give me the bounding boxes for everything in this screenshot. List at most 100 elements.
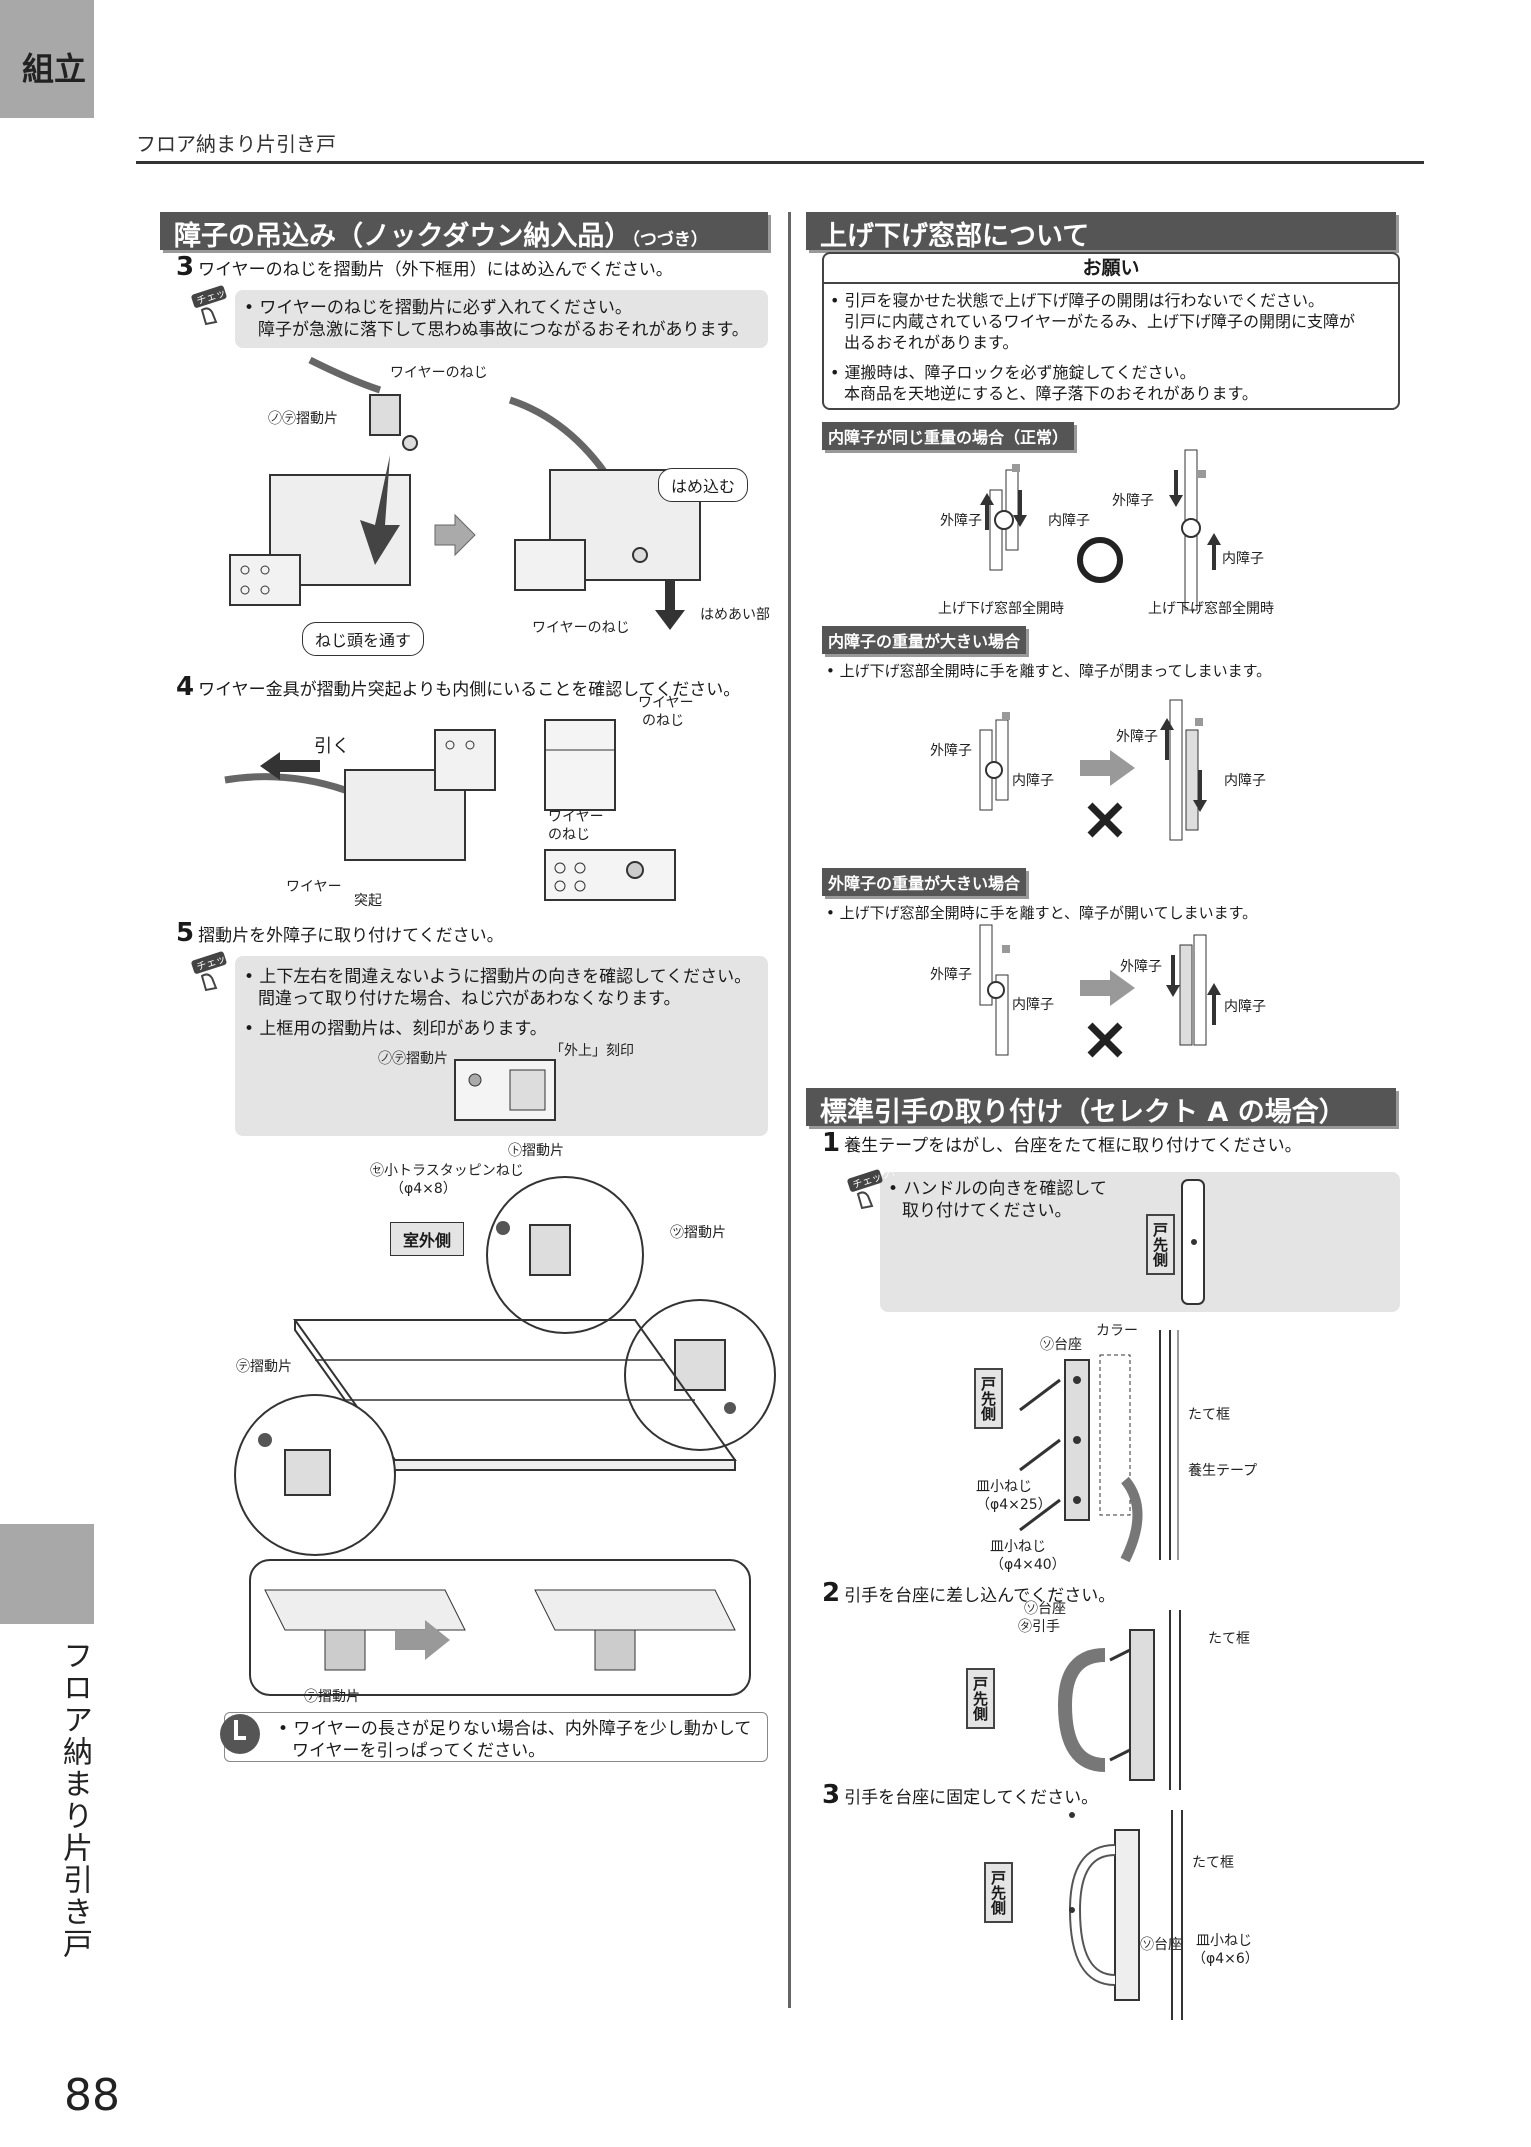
case1-outer: 外障子 (940, 513, 982, 529)
step3-note1: • ワイヤーのねじを摺動片に必ず入れてください。 (244, 298, 632, 318)
label-shitsugai: 室外側 (390, 1222, 465, 1256)
h1fig-yojo: 養生テープ (1188, 1463, 1258, 1479)
onegai-title: お願い (824, 254, 1398, 284)
step5-num: 5 (176, 918, 195, 948)
h3-sara: 皿小ねじ (1196, 1933, 1252, 1949)
case2-inner: 内障子 (1012, 773, 1054, 789)
h1-handle-icon (1181, 1179, 1205, 1305)
onegai-line-3: 出るおそれがあります。 (844, 333, 1019, 352)
svg-text:チェック!: チェック! (195, 282, 241, 307)
onegai-line-5: 本商品を天地逆にすると、障子落下のおそれがあります。 (844, 384, 1258, 403)
page-number: 88 (64, 2070, 120, 2121)
h2-illustration (1057, 1610, 1181, 1790)
step3-num: 3 (176, 252, 195, 282)
h1fig-sara1: 皿小ねじ (976, 1479, 1032, 1495)
case1-outer2: 外障子 (1112, 493, 1154, 509)
case1-inner2: 内障子 (1222, 551, 1264, 567)
label-step5-slide: ㋨㋢摺動片 (378, 1051, 448, 1067)
label-slide-te: ㋢摺動片 (236, 1359, 292, 1375)
header-subtitle: フロア納まり片引き戸 (136, 132, 336, 156)
h3-text: 引手を台座に固定してください。 (844, 1788, 1099, 1808)
label-hiku: 引く (314, 736, 350, 757)
label-slide-tsu: ㋡摺動片 (670, 1225, 726, 1241)
case3-illustration (979, 924, 1221, 1058)
left-banner-suffix: （つづき） (631, 230, 708, 250)
case2-text: • 上げ下げ窓部全開時に手を離すと、障子が閉まってしまいます。 (826, 662, 1272, 680)
h1fig-color: カラー (1096, 1323, 1138, 1339)
step4-text: ワイヤー金具が摺動片突起よりも内側にいることを確認してください。 (198, 680, 741, 700)
case3-inner2: 内障子 (1224, 999, 1266, 1015)
label-wire-neji-2: ワイヤー (548, 809, 604, 825)
step5-slide-illustration (454, 1059, 556, 1121)
label-wire-screw-bottom: ワイヤーのねじ (532, 620, 630, 636)
h2-num: 2 (822, 1578, 841, 1608)
check-icon: チェック! (191, 282, 241, 326)
step3-illustration (229, 356, 701, 630)
h1fig-sara2: 皿小ねじ (990, 1539, 1046, 1555)
h1fig-sara2s: （φ4×40） (990, 1557, 1066, 1573)
label-screw: ㋝小トラスタッピンねじ (370, 1163, 524, 1179)
step3-note2: 障子が急激に落下して思わぬ事故につながるおそれがあります。 (258, 320, 749, 340)
case1-cap2: 上げ下げ窓部全開時 (1148, 601, 1274, 617)
label-slide-te2: ㋢摺動片 (304, 1689, 360, 1705)
onegai-line-2: 引戸に内蔵されているワイヤーがたるみ、上げ下げ障子の開閉に支障が (844, 312, 1356, 331)
h1-note-panel (880, 1172, 1400, 1312)
left-banner-title: 障子の吊込み（ノックダウン納入品） (174, 221, 632, 252)
h1fig-sara1s: （φ4×25） (976, 1497, 1052, 1513)
section-tab: 組立 (0, 0, 94, 118)
side-tab-block (0, 1524, 94, 1624)
h2-tatekamachi: たて框 (1208, 1631, 1250, 1647)
h1-num: 1 (822, 1128, 841, 1158)
left-banner: 障子の吊込み（ノックダウン納入品）（つづき） (160, 212, 768, 252)
label-kokuin: 「外上」刻印 (550, 1043, 634, 1059)
h1fig-tatekamachi: たて框 (1188, 1407, 1230, 1423)
step5-text: 摺動片を外障子に取り付けてください。 (198, 926, 504, 946)
label-neji-atama: ねじ頭を通す (302, 622, 425, 656)
step4-num: 4 (176, 672, 195, 702)
right-banner: 上げ下げ窓部について (806, 212, 1396, 252)
h1-note2: 取り付けてください。 (902, 1201, 1072, 1221)
check-icon: チェック! (191, 948, 241, 992)
step5-note1: • 上下左右を間違えないように摺動片の向きを確認してください。 (244, 967, 752, 987)
case1-title: 内障子が同じ重量の場合（正常） (822, 422, 1075, 450)
case3-title: 外障子の重量が大きい場合 (822, 868, 1027, 896)
point-note2: ワイヤーを引っぱってください。 (292, 1741, 546, 1761)
step4-illustration (224, 719, 676, 901)
onegai-line-1: • 引戸を寝かせた状態で上げ下げ障子の開閉は行わないでください。 (830, 291, 1325, 310)
h2-text: 引手を台座に差し込んでください。 (844, 1586, 1116, 1606)
h2-daiza: ㋞台座 (1024, 1601, 1066, 1617)
h3-tatekamachi: たて框 (1192, 1855, 1234, 1871)
case3-outer2: 外障子 (1120, 959, 1162, 975)
case1-inner: 内障子 (1048, 513, 1090, 529)
onegai-line-4: • 運搬時は、障子ロックを必ず施錠してください。 (830, 363, 1196, 382)
label-screw-size: （φ4×8） (390, 1181, 457, 1197)
label-wire-neji-2b: のねじ (548, 827, 590, 843)
h3-daiza: ㋞台座 (1140, 1937, 1182, 1953)
h3-illustration (1068, 1810, 1183, 2020)
label-wire-neji-1b: のねじ (642, 713, 684, 729)
label-slide-ta: ㋣摺動片 (508, 1143, 564, 1159)
right-banner2-title: 標準引手の取り付け（セレクト A の場合） (820, 1097, 1346, 1128)
step5-note2: 間違って取り付けた場合、ねじ穴があわなくなります。 (258, 989, 681, 1009)
label-wire: ワイヤー (286, 879, 342, 895)
header-rule (136, 161, 1424, 164)
h3-num: 3 (822, 1780, 841, 1810)
case3-inner: 内障子 (1012, 997, 1054, 1013)
side-vertical-label: フロア納まり片引き戸 (57, 1640, 92, 1960)
label-wire-screw-top: ワイヤーのねじ (390, 365, 488, 381)
check-icon: チェック! (847, 1166, 897, 1210)
case2-outer: 外障子 (930, 743, 972, 759)
step3-note-panel (235, 290, 768, 348)
case2-illustration (979, 699, 1207, 841)
svg-text:チェック!: チェック! (195, 948, 241, 973)
onegai-box: お願い (822, 252, 1400, 410)
point-note1: • ワイヤーの長さが足りない場合は、内外障子を少し動かして (278, 1719, 752, 1739)
case3-outer: 外障子 (930, 967, 972, 983)
case2-title: 内障子の重量が大きい場合 (822, 626, 1027, 654)
case2-outer2: 外障子 (1116, 729, 1158, 745)
